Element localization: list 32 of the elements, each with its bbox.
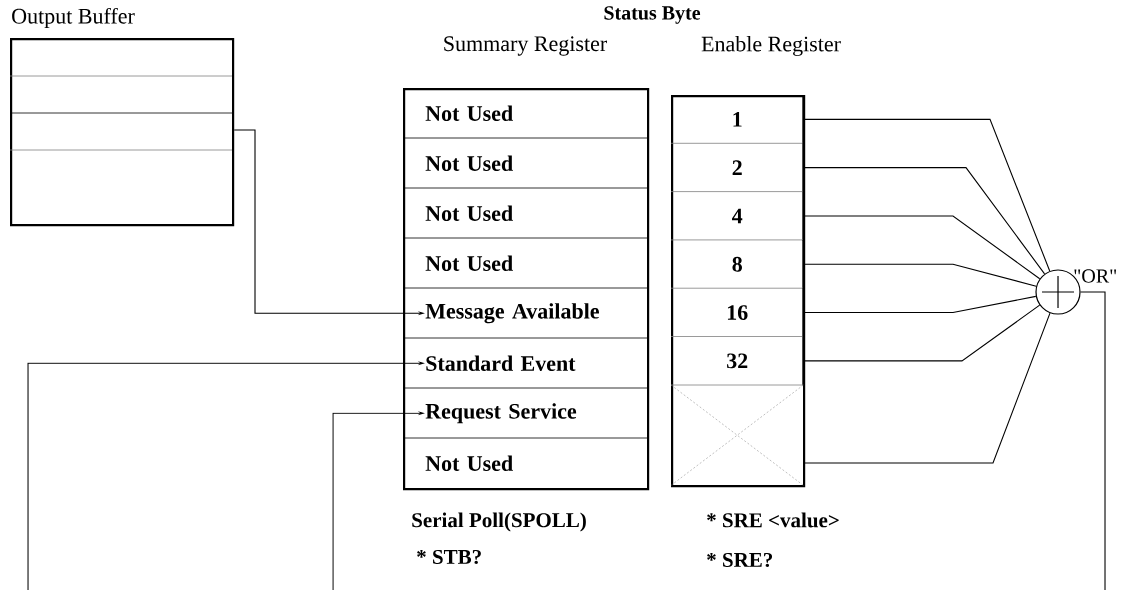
value-cell: 1 [733,95,805,144]
connector-line [802,304,1041,362]
connector-line [802,118,1051,272]
box-heading: Enable Register [701,36,841,56]
register-cell: Not Used [402,237,648,271]
register-cell: Not Used [425,105,513,121]
title: Status Byte [604,6,701,24]
register-cell: Standard Event [402,337,648,371]
register-cell: Not Used [402,137,648,171]
box-heading: Output Buffer [12,7,135,29]
gate-label: "OR" [1074,269,1117,283]
register-cell: Not Used [402,187,648,221]
value-cell: 16 [670,287,805,337]
value-cell: 2 [670,142,805,192]
connector-line [802,167,1046,275]
value-cell: 4 [670,191,805,241]
value-cell: 32 [670,336,805,386]
command-label: * SRE? [707,552,773,568]
register-cell: Request Service [402,387,648,424]
command-label: * STB? [417,549,481,565]
box-heading: Summary Register [444,36,607,56]
connector-line [802,295,1037,314]
connector-line [802,263,1037,287]
connector-line [802,215,1041,280]
connector-line [802,312,1051,464]
connector-line [1080,291,1106,590]
crossed-cell [670,384,804,486]
register-cell: Message Available [402,287,648,324]
value-cell: 8 [670,239,805,289]
command-label: * SRE <value> [707,512,839,528]
command-label: Serial Poll(SPOLL) [412,512,586,532]
register-cell: Not Used [402,437,648,471]
